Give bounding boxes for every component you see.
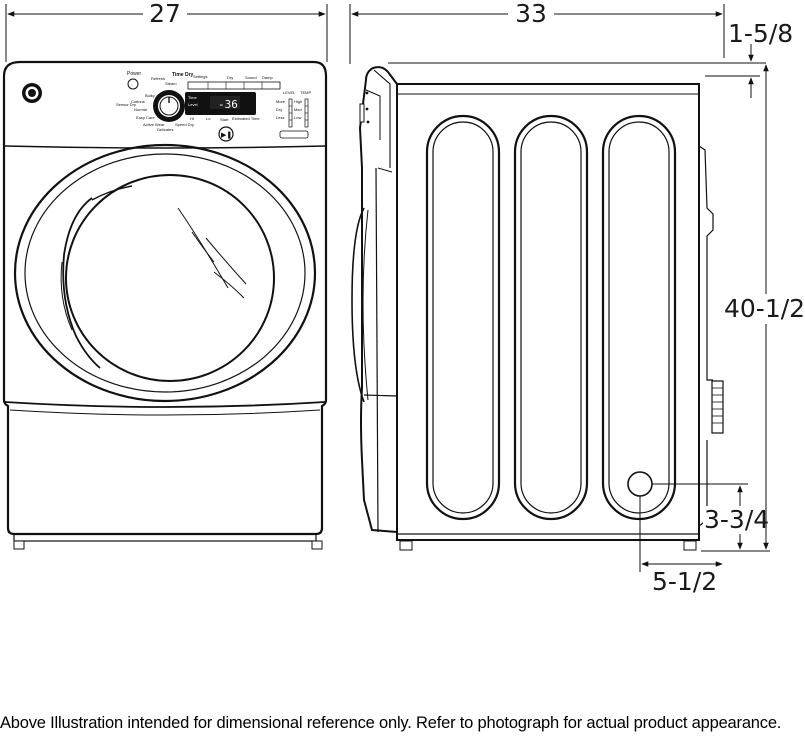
front-cabinet [2,60,328,536]
svg-text:Hi: Hi [190,116,194,121]
side-cabinet [396,83,700,541]
temp-label: TEMP [300,90,311,95]
play-pause-icon: ▶❚ [221,131,232,139]
svg-text:More: More [276,99,286,104]
svg-text:Med: Med [294,107,302,112]
svg-text:Damp: Damp [262,75,273,80]
svg-text:Settings: Settings [193,74,207,79]
svg-text:Speed Dry: Speed Dry [175,122,194,127]
control-panel: Power ◦ Time Dry Refresh Steam Sensor Dr… [116,71,311,142]
disclaimer-caption: Above Illustration intended for dimensio… [0,714,782,732]
display-readout: -36 [218,98,238,111]
side-view: 33 [349,0,805,596]
svg-text:High: High [294,99,302,104]
cycle-knob[interactable] [153,90,185,122]
svg-text:Steam: Steam [165,81,177,86]
vent-offset-label: 5-1/2 [652,567,717,596]
svg-text:Dry: Dry [276,107,282,112]
start-button[interactable] [218,126,234,142]
level-label: LEVEL [283,90,296,95]
svg-text:Level: Level [188,102,198,107]
power-label: Power [127,71,142,77]
side-depth-label: 33 [515,0,547,28]
side-rib-1 [425,114,501,521]
side-rib-2 [513,114,589,521]
svg-text:Dry: Dry [227,75,233,80]
front-width-label: 27 [149,0,181,28]
svg-text:Estimated Time: Estimated Time [232,116,260,121]
power-button[interactable] [127,78,139,90]
extra-option-button[interactable] [279,130,309,139]
svg-text:Time: Time [188,95,198,100]
time-dry-label: Time Dry [172,72,194,78]
svg-text:Normal: Normal [134,107,147,112]
sensor-dry-label: Sensor Dry [116,102,136,107]
rear-connector [711,380,724,434]
front-foot-left [13,540,25,550]
door-profile [351,207,365,403]
svg-text:Less: Less [276,115,284,120]
delicates-label: Delicates [157,127,173,132]
side-foot-front [399,540,413,551]
exhaust-vent [627,471,653,497]
dryer-door[interactable] [13,143,317,403]
start-label: Start [220,117,229,122]
svg-text:Sound: Sound [245,75,257,80]
top-offset-label: 1-5/8 [728,19,793,48]
svg-text:Lo: Lo [206,116,211,121]
option-buttons-row[interactable] [187,81,281,90]
svg-text:Easy Care: Easy Care [136,115,155,120]
front-view: 27 Power ◦ Time Dry Refresh Steam Sensor… [2,0,328,550]
console-profile [358,66,398,533]
cottons-label: Cottons [131,99,145,104]
side-foot-rear [683,540,697,551]
front-foot-right [311,540,323,550]
svg-text:Bulky: Bulky [145,93,155,98]
vent-height-label: 3-3/4 [704,505,769,534]
svg-text:Refresh: Refresh [151,76,165,81]
side-rib-3 [601,114,677,521]
svg-text:◦: ◦ [131,82,133,87]
height-label: 40-1/2 [724,294,805,323]
svg-text:Low: Low [294,115,301,120]
active-wear-label: Active Wear [143,122,165,127]
